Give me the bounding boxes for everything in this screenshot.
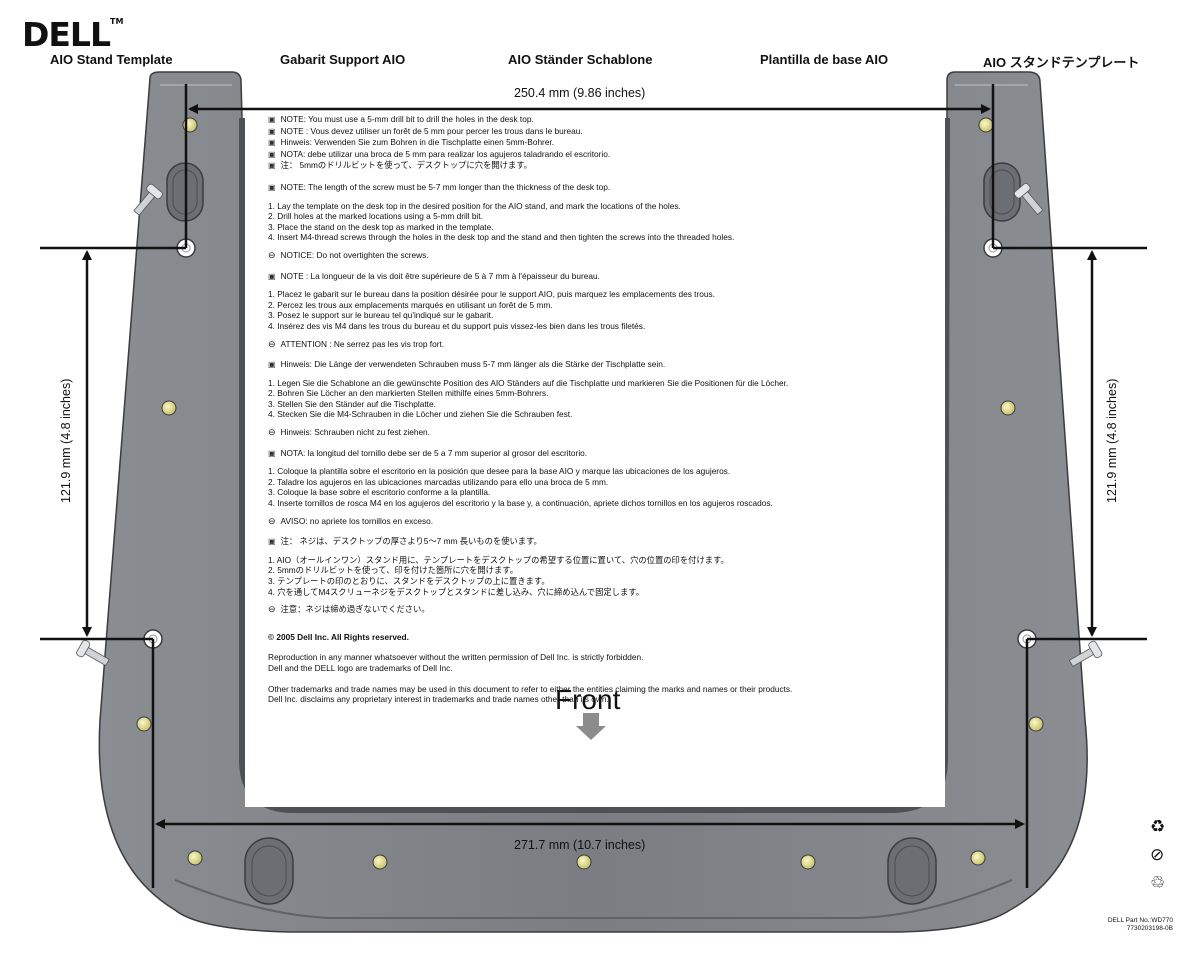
dim-bottom-label: 271.7 mm (10.7 inches) bbox=[514, 838, 646, 852]
step-ja-2: 2. 5mmのドリルビットを使って、印を付けた箇所に穴を開けます。 bbox=[268, 565, 519, 576]
step-es-3: 3. Coloque la base sobre el escritorio c… bbox=[268, 487, 491, 498]
drill-note-es: NOTA: debe utilizar una broca de 5 mm pa… bbox=[268, 149, 868, 161]
header-en: AIO Stand Template bbox=[50, 52, 173, 67]
slot-bottom-left bbox=[244, 837, 294, 905]
screw-note-de: Hinweis: Die Länge der verwendeten Schra… bbox=[268, 359, 868, 371]
screw-note-en: NOTE: The length of the screw must be 5-… bbox=[268, 182, 868, 194]
dimension-arrowheads bbox=[82, 104, 1097, 829]
dim-right-label: 121.9 mm (4.8 inches) bbox=[1105, 378, 1119, 503]
drill-note-de: Hinweis: Verwenden Sie zum Bohren in die… bbox=[268, 137, 868, 149]
no-disposal-icon: ⊘ bbox=[1150, 845, 1165, 864]
part-number: DELL Part No.:WD770 7730203198-0B bbox=[1108, 917, 1173, 933]
notice-es: AVISO: no apriete los tornillos en exces… bbox=[268, 516, 868, 527]
step-ja-1: 1. AIO（オールインワン）スタンド用に、テンプレートをデスクトップの希望する… bbox=[268, 554, 729, 565]
drill-note-ja: 注： 5mmのドリルビットを使って、デスクトップに穴を開けます。 bbox=[268, 160, 868, 172]
step-fr-2: 2. Percez les trous aux emplacements mar… bbox=[268, 299, 553, 310]
copyright: © 2005 Dell Inc. All Rights reserved. bbox=[268, 631, 409, 642]
step-es-2: 2. Taladre los agujeros en las ubicacion… bbox=[268, 476, 609, 487]
screw-top-right bbox=[1013, 183, 1044, 216]
step-fr-1: 1. Placez le gabarit sur le bureau dans … bbox=[268, 289, 715, 300]
slot-bottom-right bbox=[887, 837, 937, 905]
step-en-1: 1. Lay the template on the desk top in t… bbox=[268, 200, 681, 211]
recycle-icon: ♻ bbox=[1150, 817, 1166, 836]
step-de-3: 3. Stellen Sie den Ständer auf die Tisch… bbox=[268, 398, 436, 409]
part-number-line1: DELL Part No.:WD770 bbox=[1107, 917, 1173, 924]
screw-note-fr: NOTE : La longueur de la vis doit être s… bbox=[268, 271, 868, 283]
step-es-4: 4. Inserte tornillos de rosca M4 en los … bbox=[268, 498, 773, 509]
front-label: Front bbox=[555, 684, 621, 715]
step-fr-3: 3. Posez le support sur le bureau tel qu… bbox=[268, 310, 494, 321]
header-fr: Gabarit Support AIO bbox=[280, 52, 406, 67]
header-ja: AIO スタンドテンプレート bbox=[983, 55, 1140, 70]
screw-top-left bbox=[133, 183, 163, 216]
legal-line-3: Other trademarks and trade names may be … bbox=[268, 683, 793, 694]
step-en-2: 2. Drill holes at the marked locations u… bbox=[268, 211, 483, 222]
front-arrow-icon bbox=[576, 713, 606, 740]
step-en-3: 3. Place the stand on the desk top as ma… bbox=[268, 221, 494, 232]
legal-line-4: Dell Inc. disclaims any proprietary inte… bbox=[268, 694, 609, 705]
legal-line-1: Reproduction in any manner whatsoever wi… bbox=[268, 652, 644, 663]
notice-fr: ATTENTION : Ne serrez pas les vis trop f… bbox=[268, 339, 868, 350]
dell-logo: DELLTM bbox=[22, 15, 124, 54]
step-en-4: 4. Insert M4-thread screws through the h… bbox=[268, 232, 735, 243]
recycle-code-icon: ♲ bbox=[1150, 873, 1166, 892]
step-fr-4: 4. Insérez des vis M4 dans les trous du … bbox=[268, 320, 646, 331]
header-de: AIO Ständer Schablone bbox=[508, 52, 653, 67]
screw-bottom-left bbox=[76, 639, 110, 667]
header-es: Plantilla de base AIO bbox=[760, 52, 889, 67]
drill-note-en: NOTE: You must use a 5-mm drill bit to d… bbox=[268, 114, 868, 126]
step-es-1: 1. Coloque la plantilla sobre el escrito… bbox=[268, 466, 731, 477]
screw-bottom-right bbox=[1068, 640, 1103, 668]
dim-top-label: 250.4 mm (9.86 inches) bbox=[514, 86, 646, 100]
screw-note-ja: 注： ネジは、デスクトップの厚さより5～7 mm 長いものを使います。 bbox=[268, 536, 868, 548]
step-ja-3: 3. テンプレートの印のとおりに、スタンドをデスクトップの上に置きます。 bbox=[268, 576, 550, 586]
drill-note-fr: NOTE : Vous devez utiliser un forêt de 5… bbox=[268, 126, 868, 138]
step-de-1: 1. Legen Sie die Schablone an die gewüns… bbox=[268, 377, 789, 388]
notice-ja: 注意：ネジは締め過ぎないでください。 bbox=[268, 604, 868, 615]
part-number-line2: 7730203198-0B bbox=[1126, 925, 1173, 932]
notice-en: NOTICE: Do not overtighten the screws. bbox=[268, 250, 868, 261]
legal-line-2: Dell and the DELL logo are trademarks of… bbox=[268, 662, 453, 673]
notice-de: Hinweis: Schrauben nicht zu fest ziehen. bbox=[268, 427, 868, 438]
dim-left-label: 121.9 mm (4.8 inches) bbox=[59, 378, 73, 503]
screw-note-es: NOTA: la longitud del tornillo debe ser … bbox=[268, 448, 868, 460]
step-de-2: 2. Bohren Sie Löcher an den markierten S… bbox=[268, 388, 549, 399]
instructions-block: NOTE: You must use a 5-mm drill bit to d… bbox=[268, 114, 868, 705]
step-de-4: 4. Stecken Sie die M4-Schrauben in die L… bbox=[268, 409, 573, 420]
step-ja-4: 4. 穴を通してM4スクリューネジをデスクトップとスタンドに差し込み、穴に締め込… bbox=[268, 586, 645, 597]
